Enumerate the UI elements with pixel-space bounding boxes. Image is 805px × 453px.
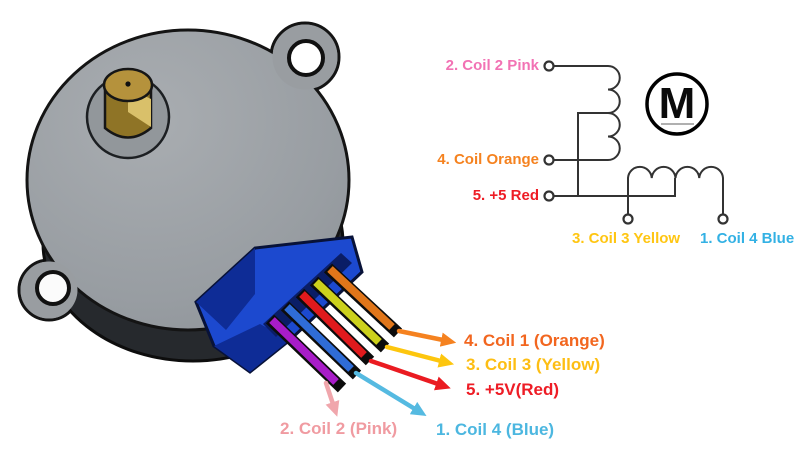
- arrow-coil4-blue: [353, 370, 427, 417]
- wire-plus5-red: [299, 291, 367, 358]
- arrow-plus5-red: [368, 358, 451, 391]
- motor-wires: [265, 263, 403, 393]
- terminal-coil3-yellow: [622, 213, 634, 225]
- wire-label-coil3-yellow: 3. Coil 3 (Yellow): [466, 355, 601, 374]
- schematic-label-coil2-pink: 2. Coil 2 Pink: [445, 57, 539, 74]
- stepper-motor-illustration: [17, 21, 364, 374]
- schematic: [543, 60, 729, 225]
- wire-label-plus5v-red: 5. +5V(Red): [466, 380, 560, 399]
- terminal-coil2-pink: [543, 60, 555, 72]
- terminal-coil-orange: [543, 154, 555, 166]
- schematic-label-coil4-blue: 1. Coil 4 Blue: [700, 230, 795, 247]
- wire-arrows: [323, 328, 457, 417]
- motor-shaft: [102, 67, 154, 139]
- mounting-hole-top-right: [287, 39, 325, 77]
- wire-coil1-orange: [327, 266, 395, 330]
- terminal-coil4-blue: [717, 213, 729, 225]
- schematic-label-coil3-yellow: 3. Coil 3 Yellow: [572, 230, 681, 247]
- coil-a-center-tap: [577, 112, 608, 196]
- terminal-plus5-red: [543, 190, 555, 202]
- wire-coil4-blue: [284, 304, 354, 372]
- arrow-coil3-yellow: [384, 344, 455, 368]
- schematic-label-plus5-red: 5. +5 Red: [472, 187, 539, 204]
- schematic-label-coil-orange: 4. Coil Orange: [437, 151, 539, 168]
- motor-symbol-letter: M: [658, 79, 696, 128]
- arrow-coil2-pink: [323, 380, 340, 417]
- wire-label-coil1-orange: 4. Coil 1 (Orange): [464, 331, 605, 350]
- wire-coil2-pink: [269, 317, 339, 385]
- coil-b-winding: [627, 165, 724, 215]
- motor-symbol-circle: [645, 72, 709, 136]
- supply-line: [553, 178, 676, 197]
- wire-label-coil4-blue: 1. Coil 4 (Blue): [436, 420, 555, 439]
- wire-coil3-yellow: [313, 279, 382, 345]
- wire-label-coil2-pink: 2. Coil 2 (Pink): [280, 419, 398, 438]
- arrow-coil1-orange: [396, 328, 457, 347]
- mounting-hole-bottom-left: [35, 270, 71, 306]
